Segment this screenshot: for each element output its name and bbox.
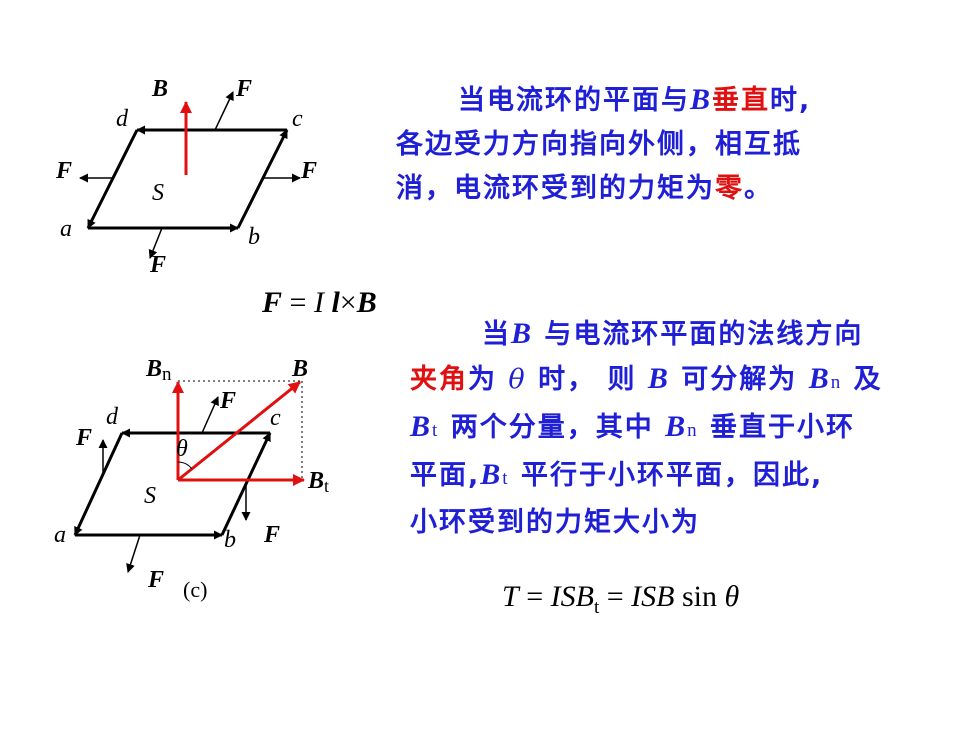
bottom-line-2: 夹角为 θ 时， 则 B 可分解为 Bn 及: [410, 357, 970, 405]
bottom-corner-d: d: [106, 404, 119, 430]
bottom-line-2-red-text: 夹角: [410, 364, 468, 395]
bottom-line-5: 小环受到的力矩大小为: [410, 507, 700, 538]
bottom-corner-b: b: [224, 527, 236, 553]
bottom-line-2-theta: θ: [508, 364, 527, 395]
top-loop-edges: [86, 125, 289, 233]
top-line-2: 各边受力方向指向外侧，相互抵: [396, 129, 802, 160]
bottom-line-1: 当B 与电流环平面的法线方向: [410, 312, 970, 357]
bottom-line-2-bn-symbol: B: [808, 362, 831, 395]
bottom-force-arrows: [98, 396, 251, 573]
bottom-label-f-bottom: F: [147, 567, 164, 593]
bottom-line-3: Bt 两个分量，其中 Bn 垂直于小环: [410, 405, 970, 453]
top-label-f-right: F: [300, 158, 317, 184]
top-line-3-text-b: 。: [744, 173, 773, 204]
torque-equals-2: =: [599, 580, 632, 613]
bottom-dotted-guides: [178, 380, 303, 480]
bottom-line-2-bn-sub: n: [830, 372, 843, 393]
bottom-label-f-top: F: [219, 388, 236, 414]
bottom-b-arrow: [177, 380, 301, 482]
bottom-line-1-text-a: 当: [482, 319, 511, 350]
bottom-caption: (c): [183, 577, 207, 602]
formula-f-symbol: F: [262, 286, 283, 319]
bottom-area-s: S: [144, 483, 156, 509]
top-line-3-red-text: 零: [715, 173, 744, 204]
top-line-1-text-b: 时,: [770, 85, 812, 116]
bottom-loop-edges: [73, 428, 272, 540]
bottom-corner-c: c: [270, 405, 281, 431]
bottom-theta-label: θ: [176, 436, 188, 462]
bottom-line-2-text-c: 可分解为: [669, 364, 809, 395]
top-line-1: 当电流环的平面与B垂直时,: [396, 78, 956, 123]
formula-l-symbol: l: [331, 286, 340, 319]
bottom-line-3-bt-sub: t: [432, 420, 440, 441]
bottom-label-bt: Bt: [307, 468, 329, 496]
top-corner-c: c: [292, 106, 303, 132]
torque-theta: θ: [724, 580, 740, 613]
top-line-1-text-a: 当电流环的平面与: [458, 85, 690, 116]
bottom-line-2-text-a: 为: [468, 364, 509, 395]
top-paragraph: 当电流环的平面与B垂直时, 各边受力方向指向外侧，相互抵 消，电流环受到的力矩为…: [396, 78, 956, 211]
torque-equals-1: =: [518, 580, 551, 613]
bottom-line-3-bn-sub: n: [687, 420, 699, 441]
formula-equals: =: [282, 286, 314, 319]
bottom-line-2-text-d: 及: [842, 364, 883, 395]
bottom-corner-a: a: [54, 522, 66, 548]
bottom-line-1-text-b: 与电流环平面的法线方向: [533, 319, 864, 350]
formula-i-symbol: I: [313, 286, 324, 319]
torque-t-symbol: T: [502, 580, 519, 613]
torque-isb-1: ISB: [550, 580, 594, 613]
bottom-line-4: 平面,Bt 平行于小环平面，因此,: [410, 453, 970, 501]
bottom-label-b: B: [291, 356, 308, 382]
torque-sin: sin: [674, 580, 725, 613]
top-line-1-b-symbol: B: [690, 83, 713, 116]
bottom-line-4-text-b: 平行于小环平面，因此,: [509, 460, 824, 491]
top-label-f-top: F: [235, 76, 252, 102]
top-corner-d: d: [116, 106, 129, 132]
bottom-paragraph: 当B 与电流环平面的法线方向 夹角为 θ 时， 则 B 可分解为 Bn 及 Bt…: [410, 312, 970, 545]
formula-times: ×: [339, 286, 357, 319]
formula-b-symbol: B: [356, 286, 377, 319]
bottom-line-1-b-symbol: B: [511, 317, 534, 350]
bottom-line-4-text-a: 平面,: [410, 460, 481, 491]
top-label-f-left: F: [55, 158, 72, 184]
bottom-line-4-bt-symbol: B: [480, 458, 503, 491]
top-corner-a: a: [60, 216, 72, 242]
bottom-line-2-b-symbol: B: [647, 362, 670, 395]
top-label-f-bottom: F: [149, 252, 166, 278]
bottom-line-2-text-b: 时， 则: [526, 364, 648, 395]
top-label-b: B: [151, 76, 168, 102]
torque-isb-2: ISB: [631, 580, 675, 613]
top-force-arrows: [79, 91, 301, 259]
top-line-1-red-text: 垂直: [712, 85, 771, 116]
torque-formula: T = ISBt = ISB sin θ: [502, 580, 739, 619]
bottom-line-3-text-b: 垂直于小环: [698, 412, 856, 443]
bottom-label-f-right: F: [263, 522, 280, 548]
top-corner-b: b: [248, 224, 260, 250]
bottom-label-bn: Bn: [145, 356, 172, 385]
torque-sub-t: t: [593, 597, 600, 618]
bottom-loop-diagram: Bn B Bt F F F F θ a b c d S (c): [54, 356, 329, 602]
top-area-s: S: [152, 180, 164, 206]
bottom-line-3-bn-symbol: B: [665, 410, 688, 443]
bottom-theta-arc: [177, 461, 193, 470]
bottom-line-3-bt-symbol: B: [410, 410, 433, 443]
bottom-label-f-left: F: [75, 425, 92, 451]
top-loop-diagram: B F F F F a b c d S: [55, 76, 317, 278]
top-line-3-text-a: 消，电流环受到的力矩为: [396, 173, 715, 204]
force-formula: F = I l×B: [262, 286, 377, 320]
bottom-line-4-bt-sub: t: [502, 468, 510, 489]
top-line-3: 消，电流环受到的力矩为零。: [396, 167, 956, 211]
bottom-line-3-text-a: 两个分量，其中: [439, 412, 666, 443]
